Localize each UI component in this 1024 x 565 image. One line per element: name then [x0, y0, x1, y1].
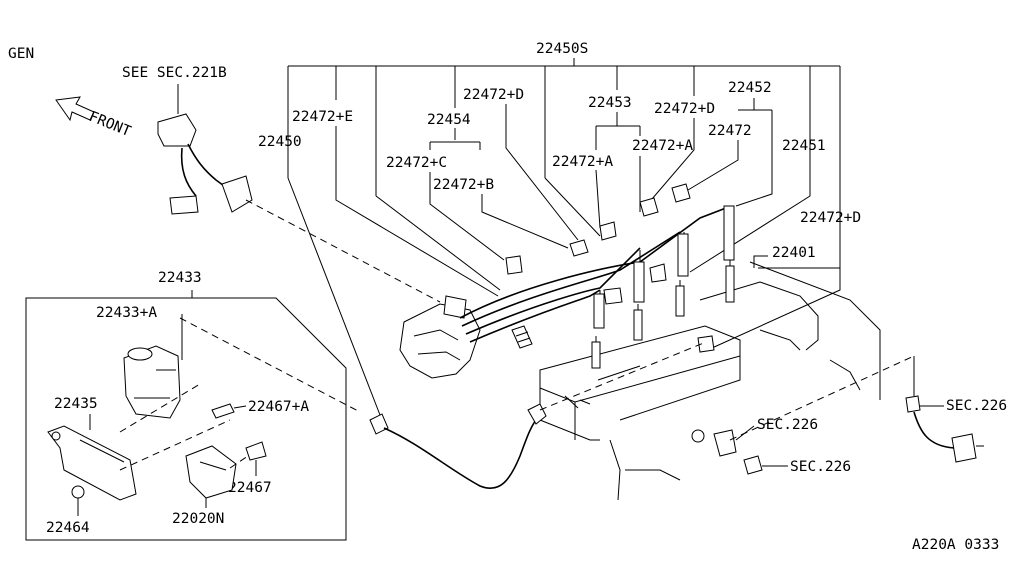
wire-clamps: [505, 183, 715, 353]
ignition-wires: [459, 207, 733, 343]
label-22433: 22433: [158, 270, 202, 286]
label-22452: 22452: [728, 80, 772, 96]
leader-lines: [287, 98, 841, 416]
label-22433-a: 22433+A: [96, 305, 157, 321]
spark-plug-boots: [593, 205, 735, 329]
label-22451: 22451: [782, 138, 826, 154]
sec-226-parts: [691, 355, 915, 475]
label-22464: 22464: [46, 520, 90, 536]
label-22472-a-2: 22472+A: [552, 154, 613, 170]
label-22472-d-2: 22472+D: [654, 101, 715, 117]
box-22433: [25, 290, 347, 541]
bolt-22467: [229, 441, 267, 476]
label-22472-c: 22472+C: [386, 155, 447, 171]
label-see-sec-221b: SEE SEC.221B: [122, 65, 227, 81]
leader-22450s: [287, 58, 841, 206]
label-sec-226-1: SEC.226: [757, 417, 818, 433]
sensor-wire-22450: [179, 317, 707, 490]
label-22020n: 22020N: [172, 511, 224, 527]
figure-code: A220A 0333: [912, 537, 999, 553]
label-22450: 22450: [258, 134, 302, 150]
label-22453: 22453: [588, 95, 632, 111]
label-22435: 22435: [54, 396, 98, 412]
label-22467-a: 22467+A: [248, 399, 309, 415]
label-22472-b: 22472+B: [433, 177, 494, 193]
nut-22464: [71, 485, 85, 516]
spark-plugs: [591, 260, 735, 369]
bolt-22467-a: [211, 403, 247, 419]
label-22472: 22472: [708, 123, 752, 139]
label-sec-226-2: SEC.226: [790, 459, 851, 475]
label-22454: 22454: [427, 112, 471, 128]
label-22472-d-3: 22472+D: [800, 210, 861, 226]
label-sec-226-3: SEC.226: [946, 398, 1007, 414]
engine-cover: [539, 261, 881, 501]
distributor: [399, 295, 533, 379]
label-22467: 22467: [228, 480, 272, 496]
ignition-coil: [123, 345, 181, 419]
label-22472-e: 22472+E: [292, 109, 353, 125]
ignition-module: [185, 445, 237, 508]
label-22450s: 22450S: [536, 41, 588, 57]
label-22472-a-1: 22472+A: [632, 138, 693, 154]
label-22401: 22401: [772, 245, 816, 261]
sensor-harness: [157, 84, 441, 303]
bracket-22435: [47, 383, 231, 501]
right-sensor: [905, 395, 984, 463]
label-22472-d-1: 22472+D: [463, 87, 524, 103]
front-arrow-icon: [55, 96, 95, 122]
section-label: GEN: [8, 46, 34, 62]
